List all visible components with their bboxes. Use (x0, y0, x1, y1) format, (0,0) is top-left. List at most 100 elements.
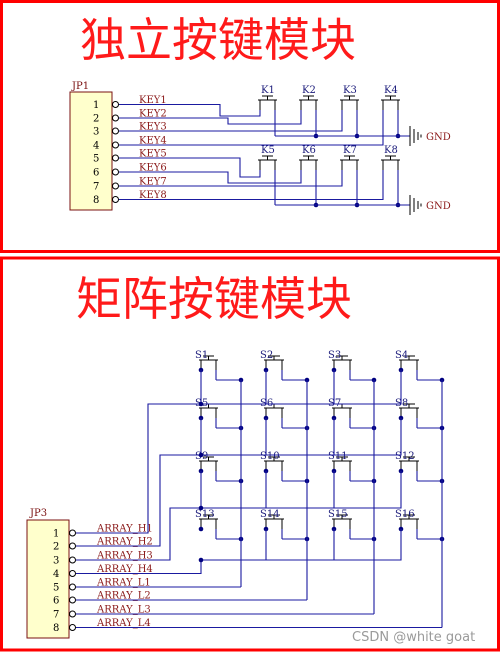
watermark: CSDN @white goat (352, 630, 475, 645)
pin-number: 8 (93, 195, 99, 206)
switch-label: S11 (328, 451, 348, 462)
net-label: KEY7 (139, 177, 167, 188)
switch-label: S1 (195, 350, 208, 361)
matrix-key-circuit: JP3 1 ARRAY_H1 2 ARRAY_H2 3 ARRAY_H3 4 ARRAY_H4 5… (26, 350, 445, 639)
pin-number: 4 (53, 569, 59, 580)
switch-symbol (340, 95, 359, 110)
pin-number: 6 (93, 168, 99, 179)
pin-circle (112, 114, 119, 122)
pin-circle (69, 610, 76, 618)
junction-dot (198, 526, 204, 532)
gnd-label: GND (426, 201, 451, 212)
section2-title: 矩阵按键模块 (76, 272, 352, 326)
switch-label: K4 (384, 85, 398, 96)
row-h3-wire (76, 471, 402, 561)
pin-number: 2 (53, 542, 59, 553)
pin-number: 1 (93, 100, 99, 111)
switch-label: S13 (195, 509, 215, 520)
pin-circle (112, 127, 119, 135)
net-label: ARRAY_L1 (96, 578, 151, 589)
key-signal-wire (119, 170, 343, 187)
switch-label: K7 (343, 145, 357, 156)
pin-number: 4 (93, 141, 99, 152)
net-label: ARRAY_L3 (96, 605, 151, 616)
pin-number: 7 (93, 182, 99, 193)
pin-circle (112, 154, 119, 162)
switch-symbol (258, 95, 277, 110)
pin-number: 6 (53, 596, 59, 607)
connector-jp1 (69, 91, 113, 211)
independent-key-panel (0, 0, 500, 253)
pin-circle (112, 196, 119, 203)
key-signal-wire (119, 110, 302, 125)
net-label: ARRAY_H4 (96, 564, 153, 575)
net-label: ARRAY_H3 (96, 551, 153, 562)
connector-label-jp3: JP3 (29, 508, 47, 519)
pin-number: 5 (53, 583, 59, 594)
switch-symbol (332, 355, 352, 370)
switch-label: S10 (260, 451, 280, 462)
switch-label: S4 (395, 350, 408, 361)
pin-number: 1 (53, 529, 59, 540)
switch-symbol (299, 155, 318, 170)
switch-symbol (332, 456, 352, 471)
pin-circle (69, 596, 76, 604)
ground-symbol: GND (409, 126, 451, 146)
switch-symbol (299, 95, 318, 110)
pin-circle (69, 542, 76, 550)
net-label: KEY3 (139, 122, 167, 133)
section1-title: 独立按键模块 (80, 13, 356, 67)
connector-label-jp1: JP1 (71, 81, 89, 92)
switch-symbol (381, 155, 400, 170)
junction-dot (198, 401, 204, 407)
junction-dot (198, 557, 204, 563)
switch-label: S16 (395, 509, 415, 520)
switch-symbol (258, 155, 277, 170)
key-signal-wire (119, 110, 343, 132)
row-h2-wire (76, 418, 402, 547)
net-label: KEY6 (139, 163, 167, 174)
switch-label: S15 (328, 509, 348, 520)
switch-label: S8 (395, 398, 408, 409)
pin-circle (69, 529, 76, 537)
switch-label: S14 (260, 509, 280, 520)
pin-number: 3 (53, 556, 59, 567)
net-label: KEY5 (139, 149, 167, 160)
key-signal-wire (119, 170, 302, 184)
key-signal-wire (119, 157, 261, 178)
net-label: ARRAY_H2 (96, 537, 153, 548)
pin-number: 8 (53, 623, 59, 634)
key-signal-wire (119, 110, 384, 146)
pin-number: 7 (53, 610, 59, 621)
matrix-key-panel (0, 256, 500, 652)
switch-label: K8 (384, 145, 398, 156)
net-label: ARRAY_L2 (96, 591, 151, 602)
switch-label: K6 (302, 145, 316, 156)
switch-symbol (340, 155, 359, 170)
gnd-label: GND (426, 132, 451, 143)
pin-circle (112, 141, 119, 149)
switch-label: S2 (260, 350, 273, 361)
junction-dot (198, 452, 204, 458)
key-signal-wire (119, 170, 384, 201)
switch-label: K5 (261, 145, 275, 156)
pin-number: 2 (93, 114, 99, 125)
switch-label: K1 (261, 85, 275, 96)
pin-circle (112, 182, 119, 190)
row-h1-wire (76, 370, 402, 534)
switch-label: S12 (395, 451, 415, 462)
net-label: KEY4 (139, 136, 167, 147)
pin-circle (69, 556, 76, 564)
net-label: ARRAY_L4 (96, 618, 151, 629)
switch-symbol (381, 95, 400, 110)
key-signal-wire (119, 103, 261, 117)
ground-symbol: GND (409, 195, 451, 215)
pin-number: 3 (93, 127, 99, 138)
net-label: KEY1 (139, 95, 167, 106)
net-label: KEY2 (139, 109, 167, 120)
net-label: ARRAY_H1 (96, 524, 153, 535)
switch-label: K2 (302, 85, 316, 96)
pin-circle (69, 570, 76, 577)
switch-label: K3 (343, 85, 357, 96)
